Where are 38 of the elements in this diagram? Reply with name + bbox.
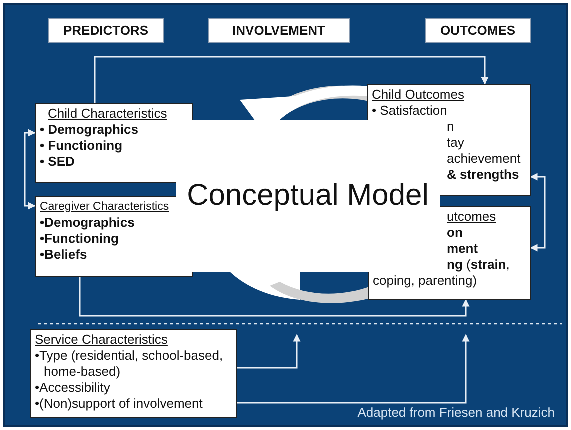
source-note: Adapted from Friesen and Kruzich bbox=[356, 405, 555, 420]
column-header: OUTCOMES bbox=[440, 23, 516, 38]
column-header-box bbox=[48, 18, 164, 43]
list-item: •Functioning bbox=[40, 231, 120, 247]
list-item: • SED bbox=[40, 154, 76, 170]
list-item: & strengths bbox=[446, 167, 520, 183]
list-item: •Accessibility bbox=[35, 380, 112, 396]
arrow bbox=[530, 173, 546, 252]
box-heading: Caregiver Characteristics bbox=[40, 200, 170, 215]
list-item: •Beliefs bbox=[40, 247, 88, 263]
arrow bbox=[94, 56, 489, 103]
column-header: INVOLVEMENT bbox=[232, 23, 326, 38]
arrow bbox=[237, 334, 301, 369]
column-header: PREDICTORS bbox=[64, 23, 148, 38]
characteristics-box bbox=[35, 103, 193, 183]
slide-title: Conceptual Model bbox=[187, 179, 429, 213]
list-item: • Satisfaction bbox=[372, 103, 448, 119]
box-heading: utcomes bbox=[446, 209, 498, 225]
list-item: achievement bbox=[446, 151, 522, 167]
box-heading: Service Characteristics bbox=[35, 332, 169, 348]
list-item: n bbox=[446, 119, 456, 135]
list-item: tay bbox=[446, 135, 466, 151]
arrow bbox=[237, 334, 470, 404]
list-item: on bbox=[446, 225, 464, 241]
arrow bbox=[24, 129, 36, 210]
list-item: ng (strain, coping, parenting) bbox=[373, 257, 511, 289]
arrow bbox=[79, 277, 470, 317]
characteristics-box bbox=[30, 329, 237, 418]
list-item: •Demographics bbox=[40, 215, 136, 231]
column-header-box bbox=[425, 18, 531, 43]
list-item: • Functioning bbox=[40, 138, 124, 154]
list-item: • Demographics bbox=[40, 122, 140, 138]
list-item: •Type (residential, school-based, home-based) bbox=[35, 348, 224, 380]
box-heading: Child Characteristics bbox=[47, 106, 168, 122]
box-heading: Child Outcomes bbox=[372, 87, 466, 103]
list-item: •(Non)support of involvement bbox=[35, 396, 204, 412]
column-header-box bbox=[208, 18, 350, 43]
list-item: ment bbox=[446, 241, 480, 257]
